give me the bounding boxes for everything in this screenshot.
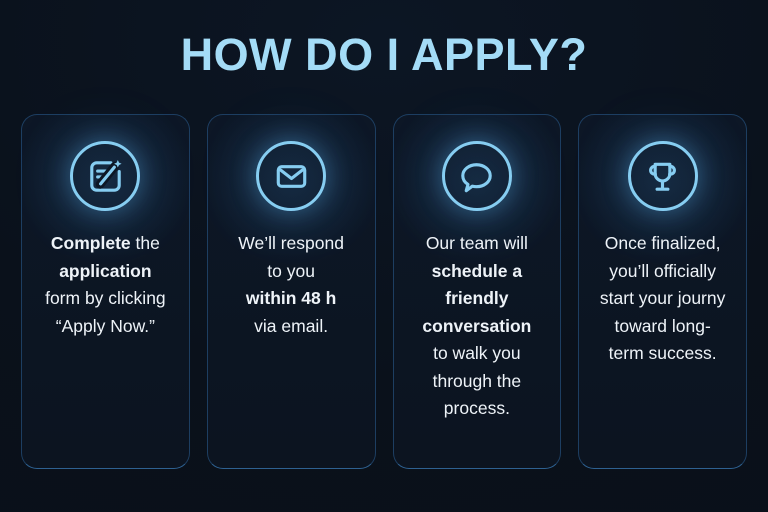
chat-bubble-icon bbox=[441, 141, 512, 211]
page-title: HOW DO I APPLY? bbox=[180, 29, 588, 80]
edit-note-icon bbox=[70, 141, 141, 211]
envelope-icon bbox=[256, 141, 327, 211]
trophy-icon bbox=[627, 141, 698, 211]
